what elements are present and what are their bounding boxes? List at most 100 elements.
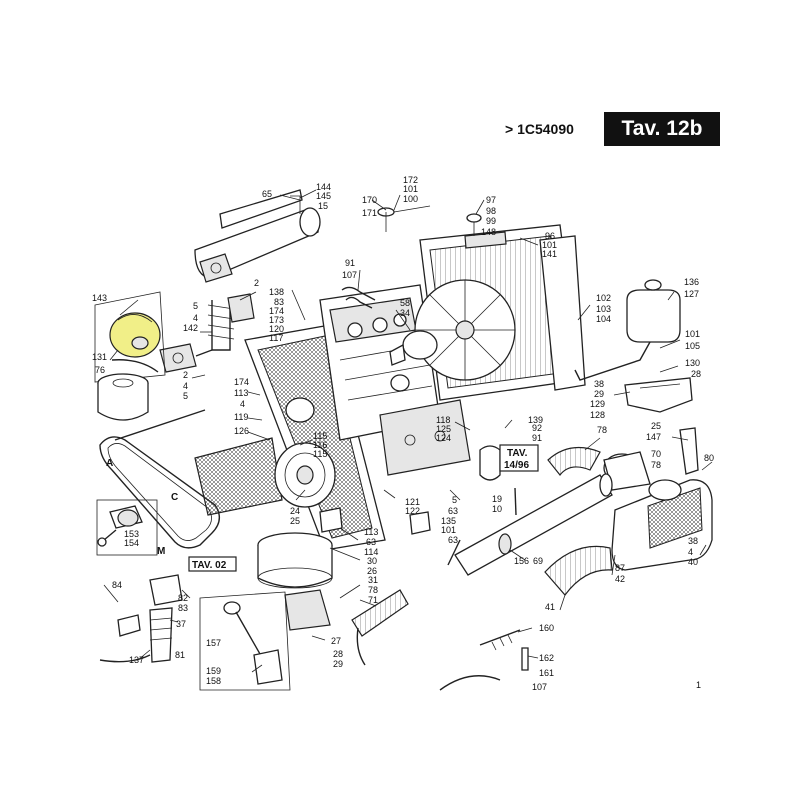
radiator — [414, 224, 586, 401]
callout: 159 — [206, 666, 221, 676]
callout: 174 — [269, 306, 284, 316]
callout: 131 — [92, 352, 107, 362]
callout: 138 — [269, 287, 284, 297]
callout: 104 — [596, 314, 611, 324]
callout: 115 — [313, 449, 327, 459]
callout: 92 — [532, 423, 542, 433]
belt-letter-a: A — [106, 458, 113, 469]
callout: 147 — [646, 432, 661, 442]
callout: 19 — [492, 494, 502, 504]
lower-hose — [351, 589, 409, 666]
callout: 116 — [313, 440, 327, 450]
sensor-group — [99, 574, 183, 663]
callout: 40 — [688, 557, 698, 567]
callout: 130 — [685, 358, 700, 368]
table-number-badge: Tav. 12b — [604, 112, 720, 146]
callout: 41 — [545, 602, 555, 612]
callout: 101 — [441, 525, 456, 535]
callout: 101 — [403, 184, 418, 194]
callout: 29 — [594, 389, 604, 399]
leader-lines — [103, 189, 713, 673]
callout: 161 — [539, 668, 554, 678]
callout: 26 — [367, 566, 377, 576]
upper-hose — [341, 286, 376, 309]
callout: 71 — [368, 595, 378, 605]
callout: 101 — [685, 329, 700, 339]
callout: 102 — [596, 293, 611, 303]
callout: 91 — [345, 258, 355, 268]
callout: 113 — [234, 388, 248, 398]
callout: 119 — [234, 412, 248, 422]
callout: 76 — [95, 365, 105, 375]
tav-02-label: TAV. 02 — [192, 560, 227, 571]
callout: 5 — [452, 495, 457, 505]
oil-filter — [97, 373, 149, 421]
reference-code: > 1C54090 — [505, 121, 574, 137]
callout: 28 — [333, 649, 343, 659]
air-filter — [611, 479, 713, 571]
callout: 137 — [129, 655, 144, 665]
pre-cleaner — [257, 532, 333, 631]
callout: 115 — [313, 431, 327, 441]
callout: 5 — [183, 391, 188, 401]
callout: 2 — [254, 278, 259, 288]
lower-intake-hose — [544, 545, 613, 596]
callout: 97 — [486, 195, 496, 205]
tank-bracket — [624, 377, 693, 413]
callout: 99 — [486, 216, 496, 226]
callout-labels: 65 144 145 15 170 171 172 101 100 97 98 … — [92, 175, 714, 692]
callout: 82 — [178, 593, 188, 603]
callout: 120 — [269, 324, 284, 334]
callout: 174 — [234, 377, 249, 387]
callout: 173 — [269, 315, 284, 325]
crank-pulley — [274, 397, 336, 508]
callout: 65 — [262, 189, 272, 199]
callout: 98 — [486, 206, 496, 216]
callout: 107 — [342, 270, 357, 280]
side-bracket — [679, 427, 699, 475]
callout: 160 — [539, 623, 554, 633]
callout: 124 — [436, 433, 451, 443]
hose-clamp-group — [447, 487, 517, 566]
tav-14-96-label-1: TAV. — [507, 448, 528, 459]
callout: 145 — [316, 191, 331, 201]
callout: 29 — [333, 659, 343, 669]
exhaust-pipe — [159, 293, 255, 373]
belt-letter-c: C — [171, 492, 178, 503]
callout: 4 — [183, 381, 188, 391]
callout: 5 — [193, 301, 198, 311]
callout: 78 — [597, 425, 607, 435]
callout: 148 — [481, 227, 496, 237]
callout: 84 — [112, 580, 122, 590]
callout: 63 — [448, 535, 458, 545]
callout: 170 — [362, 195, 377, 205]
callout: 122 — [405, 506, 420, 516]
callout: 34 — [400, 308, 410, 318]
callout: 70 — [651, 449, 661, 459]
callout: 10 — [492, 504, 502, 514]
fan-belts — [99, 409, 220, 549]
belt-letter-m: M — [157, 546, 165, 557]
callout: 142 — [183, 323, 198, 333]
callout: 1 — [696, 680, 701, 690]
callout: 101 — [542, 240, 557, 250]
muffler — [194, 189, 321, 283]
intake-hose — [547, 446, 651, 491]
callout: 2 — [183, 370, 188, 380]
engine-block — [319, 284, 471, 476]
callout: 100 — [403, 194, 418, 204]
callout: 158 — [206, 676, 221, 686]
callout: 154 — [124, 538, 139, 548]
callout: 118 — [436, 415, 450, 425]
callout: 105 — [685, 341, 700, 351]
callout: 78 — [651, 460, 661, 470]
callout: 91 — [532, 433, 542, 443]
callout: 103 — [596, 304, 611, 314]
callout: 156 — [514, 556, 529, 566]
callout: 117 — [269, 333, 283, 343]
tav-14-96-ref — [479, 445, 501, 481]
callout: 129 — [590, 399, 605, 409]
callout: 113 — [364, 527, 378, 537]
callout: 30 — [367, 556, 377, 566]
